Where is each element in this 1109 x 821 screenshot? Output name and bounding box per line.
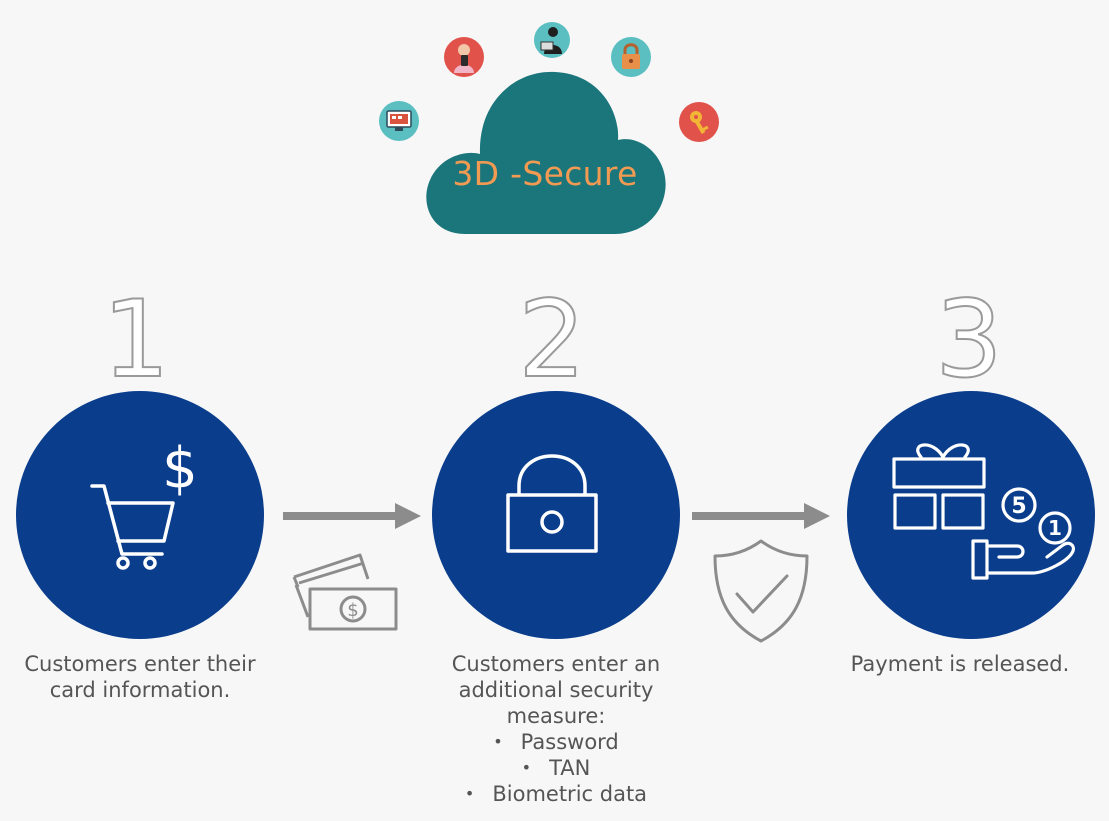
lock-icon (506, 454, 598, 553)
svg-text:5: 5 (1011, 494, 1026, 519)
person-phone-icon (442, 35, 486, 79)
step-3-description: Payment is released. (830, 651, 1090, 677)
list-item: Password (406, 729, 706, 755)
step-2-number: 2 (517, 278, 586, 401)
step-2-line-2: additional security (458, 678, 654, 702)
credit-card-cash-icon: $ (292, 553, 398, 631)
padlock-icon (609, 35, 653, 79)
step-2-description: Customers enter an additional security m… (406, 651, 706, 807)
step-2-line-1: Customers enter an (451, 652, 661, 676)
gift-coins-hand-icon: 5 1 (892, 443, 1075, 580)
svg-text:1: 1 (1048, 516, 1062, 540)
shopping-cart-dollar-icon: $ (90, 436, 198, 570)
cloud: 3D -Secure (420, 62, 670, 237)
shield-check-icon (713, 539, 809, 643)
arrow-2 (692, 503, 830, 529)
svg-text:$: $ (162, 436, 198, 501)
step-3-number: 3 (934, 278, 1003, 401)
step-3-line-1: Payment is released. (850, 652, 1070, 676)
list-item: TAN (406, 755, 706, 781)
step-3-circle: 5 1 (847, 391, 1095, 639)
step-1-line-1: Customers enter their (24, 652, 256, 676)
arrow-1 (283, 503, 421, 529)
step-1-circle: $ (16, 391, 264, 639)
step-2-circle (432, 391, 680, 639)
key-icon (677, 100, 721, 144)
list-item: Biometric data (406, 781, 706, 807)
person-laptop-icon (530, 20, 574, 64)
computer-screen-icon (377, 99, 421, 143)
step-1-description: Customers enter their card information. (0, 651, 280, 703)
svg-text:$: $ (347, 600, 358, 621)
step-1-number: 1 (101, 278, 170, 401)
step-1-line-2: card information. (49, 678, 231, 702)
security-measure-list: Password TAN Biometric data (406, 729, 706, 807)
step-2-line-3: measure: (506, 704, 606, 728)
cloud-label: 3D -Secure (452, 154, 638, 193)
cloud-shape (426, 71, 666, 234)
